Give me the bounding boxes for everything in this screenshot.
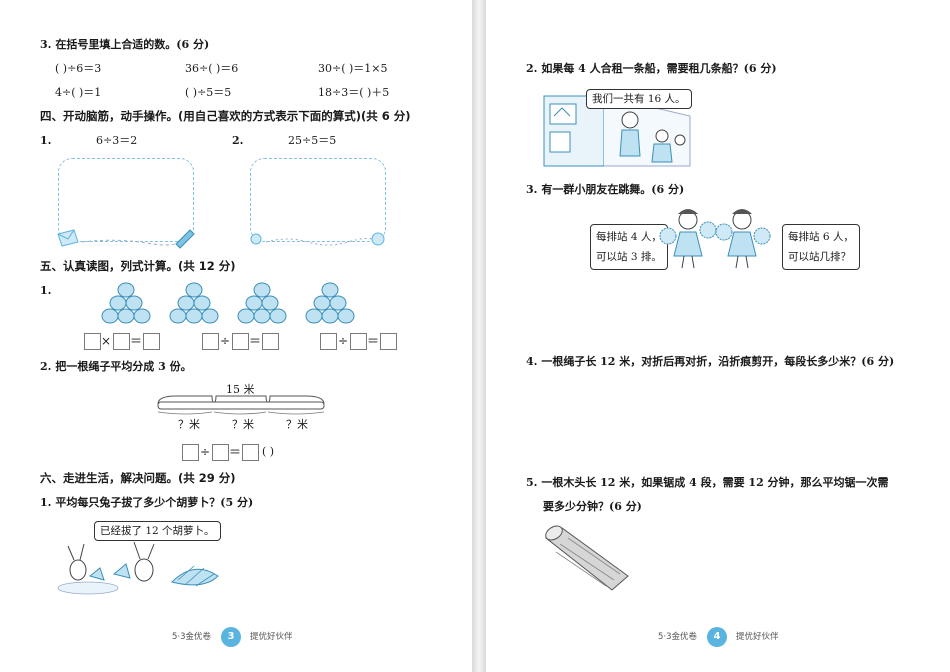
left-page: 3. 在括号里填上合适的数。(6 分) ( )÷6＝3 36÷( )＝6 30÷… (0, 0, 472, 672)
operator: × (101, 334, 112, 348)
bubble-line: 可以站几排？ (788, 251, 851, 263)
operator: ＝ (367, 334, 380, 348)
answer-box[interactable] (380, 333, 397, 350)
q4-text: 4. 一根绳子长 12 米，对折后再对折，沿折痕剪开，每段长多少米？(6 分) (526, 355, 895, 368)
log-illustration (545, 525, 629, 591)
q3-row2-a: 4÷( )＝1 (55, 86, 102, 99)
rope-total-label: 15 米 (226, 383, 255, 396)
answer-box[interactable] (212, 444, 229, 461)
answer-box[interactable] (113, 333, 130, 350)
answer-box[interactable] (232, 333, 249, 350)
sec4-item2-expr: 25÷5＝5 (288, 134, 337, 147)
pumpkin-pyramid (101, 282, 151, 324)
answer-box[interactable] (202, 333, 219, 350)
bubble-line: 可以站 3 排。 (596, 251, 662, 263)
q3-title: 3. 在括号里填上合适的数。(6 分) (40, 38, 210, 51)
bubble-line: 每排站 6 人， (788, 231, 854, 243)
q3-row2-c: 18÷3＝( )＋5 (318, 86, 390, 99)
right-page: 2. 如果每 4 人合租一条船，需要租几条船？(6 分) 我们一共有 16 人。… (486, 0, 950, 672)
sec6-item1-text: 1. 平均每只兔子拔了多少个胡萝卜？(5 分) (40, 496, 254, 509)
rope-part-label: ？米 (178, 418, 200, 431)
speech-bubble-left: 每排站 4 人， 可以站 3 排。 (590, 224, 668, 270)
envelope-pencil-icon (57, 229, 195, 249)
answer-box[interactable] (84, 333, 101, 350)
rope-diagram (157, 395, 325, 415)
page-gutter (472, 0, 486, 672)
q3-row1-c: 30÷( )＝1×5 (318, 62, 388, 75)
sec4-item1-num: 1. (40, 134, 52, 147)
q3-text: 3. 有一群小朋友在跳舞。(6 分) (526, 183, 685, 196)
flower-border-icon (250, 232, 385, 246)
answer-box[interactable] (350, 333, 367, 350)
sec5-item1-num: 1. (40, 284, 52, 297)
q5-text-line1: 5. 一根木头长 12 米，如果锯成 4 段，需要 12 分钟，那么平均锯一次需 (526, 476, 889, 489)
rabbits-carrots-illustration (57, 541, 219, 595)
pumpkin-pyramids-illustration (101, 282, 355, 324)
footer-slogan: 提优好伙伴 (736, 632, 779, 642)
answer-box[interactable] (242, 444, 259, 461)
answer-box[interactable] (262, 333, 279, 350)
answer-box[interactable] (143, 333, 160, 350)
footer-brand: 5·3金优卷 (172, 632, 212, 642)
drawing-area-1[interactable] (58, 158, 194, 242)
footer-brand: 5·3金优卷 (658, 632, 698, 642)
operator: ÷ (220, 334, 231, 348)
q3-row2-b: ( )÷5＝5 (185, 86, 232, 99)
footer-slogan: 提优好伙伴 (250, 632, 293, 642)
sec4-item2-num: 2. (232, 134, 244, 147)
operator: ＝ (249, 334, 262, 348)
page-number-badge: 4 (707, 627, 727, 647)
dancing-girls-illustration (659, 209, 771, 269)
sec5-item2-text: 2. 把一根绳子平均分成 3 份。 (40, 360, 192, 373)
q3-row1-b: 36÷( )＝6 (185, 62, 239, 75)
speech-bubble: 已经拔了 12 个胡萝卜。 (94, 521, 221, 541)
operator: ＝ (229, 445, 242, 459)
unit-parenthesis: ( ) (262, 445, 275, 458)
operator: ÷ (338, 334, 349, 348)
section-6-title: 六、走进生活，解决问题。(共 29 分) (40, 471, 236, 485)
speech-bubble: 我们一共有 16 人。 (586, 89, 692, 109)
speech-bubble-right: 每排站 6 人， 可以站几排？ (782, 224, 860, 270)
q3-row1-a: ( )÷6＝3 (55, 62, 102, 75)
page-number-badge: 3 (221, 627, 241, 647)
sec4-item1-expr: 6÷3＝2 (96, 134, 138, 147)
answer-box[interactable] (320, 333, 337, 350)
section-5-title: 五、认真读图，列式计算。(共 12 分) (40, 259, 236, 273)
q5-text-line2: 要多少分钟？(6 分) (543, 500, 642, 513)
rope-part-label: ？米 (232, 418, 254, 431)
section-4-title: 四、开动脑筋，动手操作。(用自己喜欢的方式表示下面的算式)(共 6 分) (40, 109, 411, 123)
q2-text: 2. 如果每 4 人合租一条船，需要租几条船？(6 分) (526, 62, 777, 75)
operator: ＝ (130, 334, 143, 348)
answer-box[interactable] (182, 444, 199, 461)
rope-part-label: ？米 (286, 418, 308, 431)
boat-rental-illustration (543, 95, 691, 167)
operator: ÷ (200, 445, 211, 459)
drawing-area-2[interactable] (250, 158, 386, 242)
bubble-line: 每排站 4 人， (596, 231, 662, 243)
